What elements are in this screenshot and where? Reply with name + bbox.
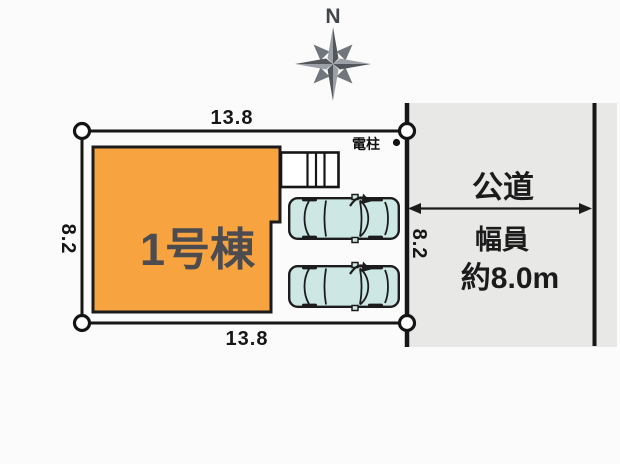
- building-label: 1号棟: [139, 224, 256, 275]
- dimension-bottom: 13.8: [225, 328, 269, 350]
- car-top-view-icon: [288, 261, 400, 312]
- dimension-left: 8.2: [57, 223, 79, 255]
- road-width-label-line1: 幅員: [475, 225, 529, 255]
- utility-pole-label: 電柱: [352, 136, 380, 152]
- building-outline: [91, 145, 282, 314]
- car-top-view-icon: [288, 193, 400, 244]
- boundary-corner-circle-icon: [72, 121, 92, 141]
- road-area: [404, 103, 617, 347]
- car-mirror: [351, 236, 359, 244]
- dimension-top: 13.8: [210, 107, 254, 129]
- car-direction-arrow-icon: [349, 261, 371, 275]
- boundary-corner-circle-icon: [397, 313, 417, 333]
- boundary-corner-circle-icon: [397, 121, 417, 141]
- utility-pole-dot-icon: [392, 138, 401, 147]
- road-surface: [407, 103, 617, 347]
- boundary-corner-circle-icon: [72, 313, 92, 333]
- car-direction-arrow-icon: [349, 193, 371, 207]
- car-mirror: [351, 304, 359, 312]
- compass-rose-icon: [295, 27, 371, 101]
- boundary-corner-markers: [72, 121, 417, 333]
- road-width-label-line2: 約8.0m: [460, 262, 560, 295]
- dimension-right: 8.2: [408, 228, 430, 260]
- road-width-arrow: [408, 203, 592, 214]
- entrance-steps-icon: [279, 151, 340, 189]
- lot-boundary: [80, 129, 407, 325]
- compass-north-label: N: [325, 5, 341, 28]
- road-name-label: 公道: [472, 170, 534, 205]
